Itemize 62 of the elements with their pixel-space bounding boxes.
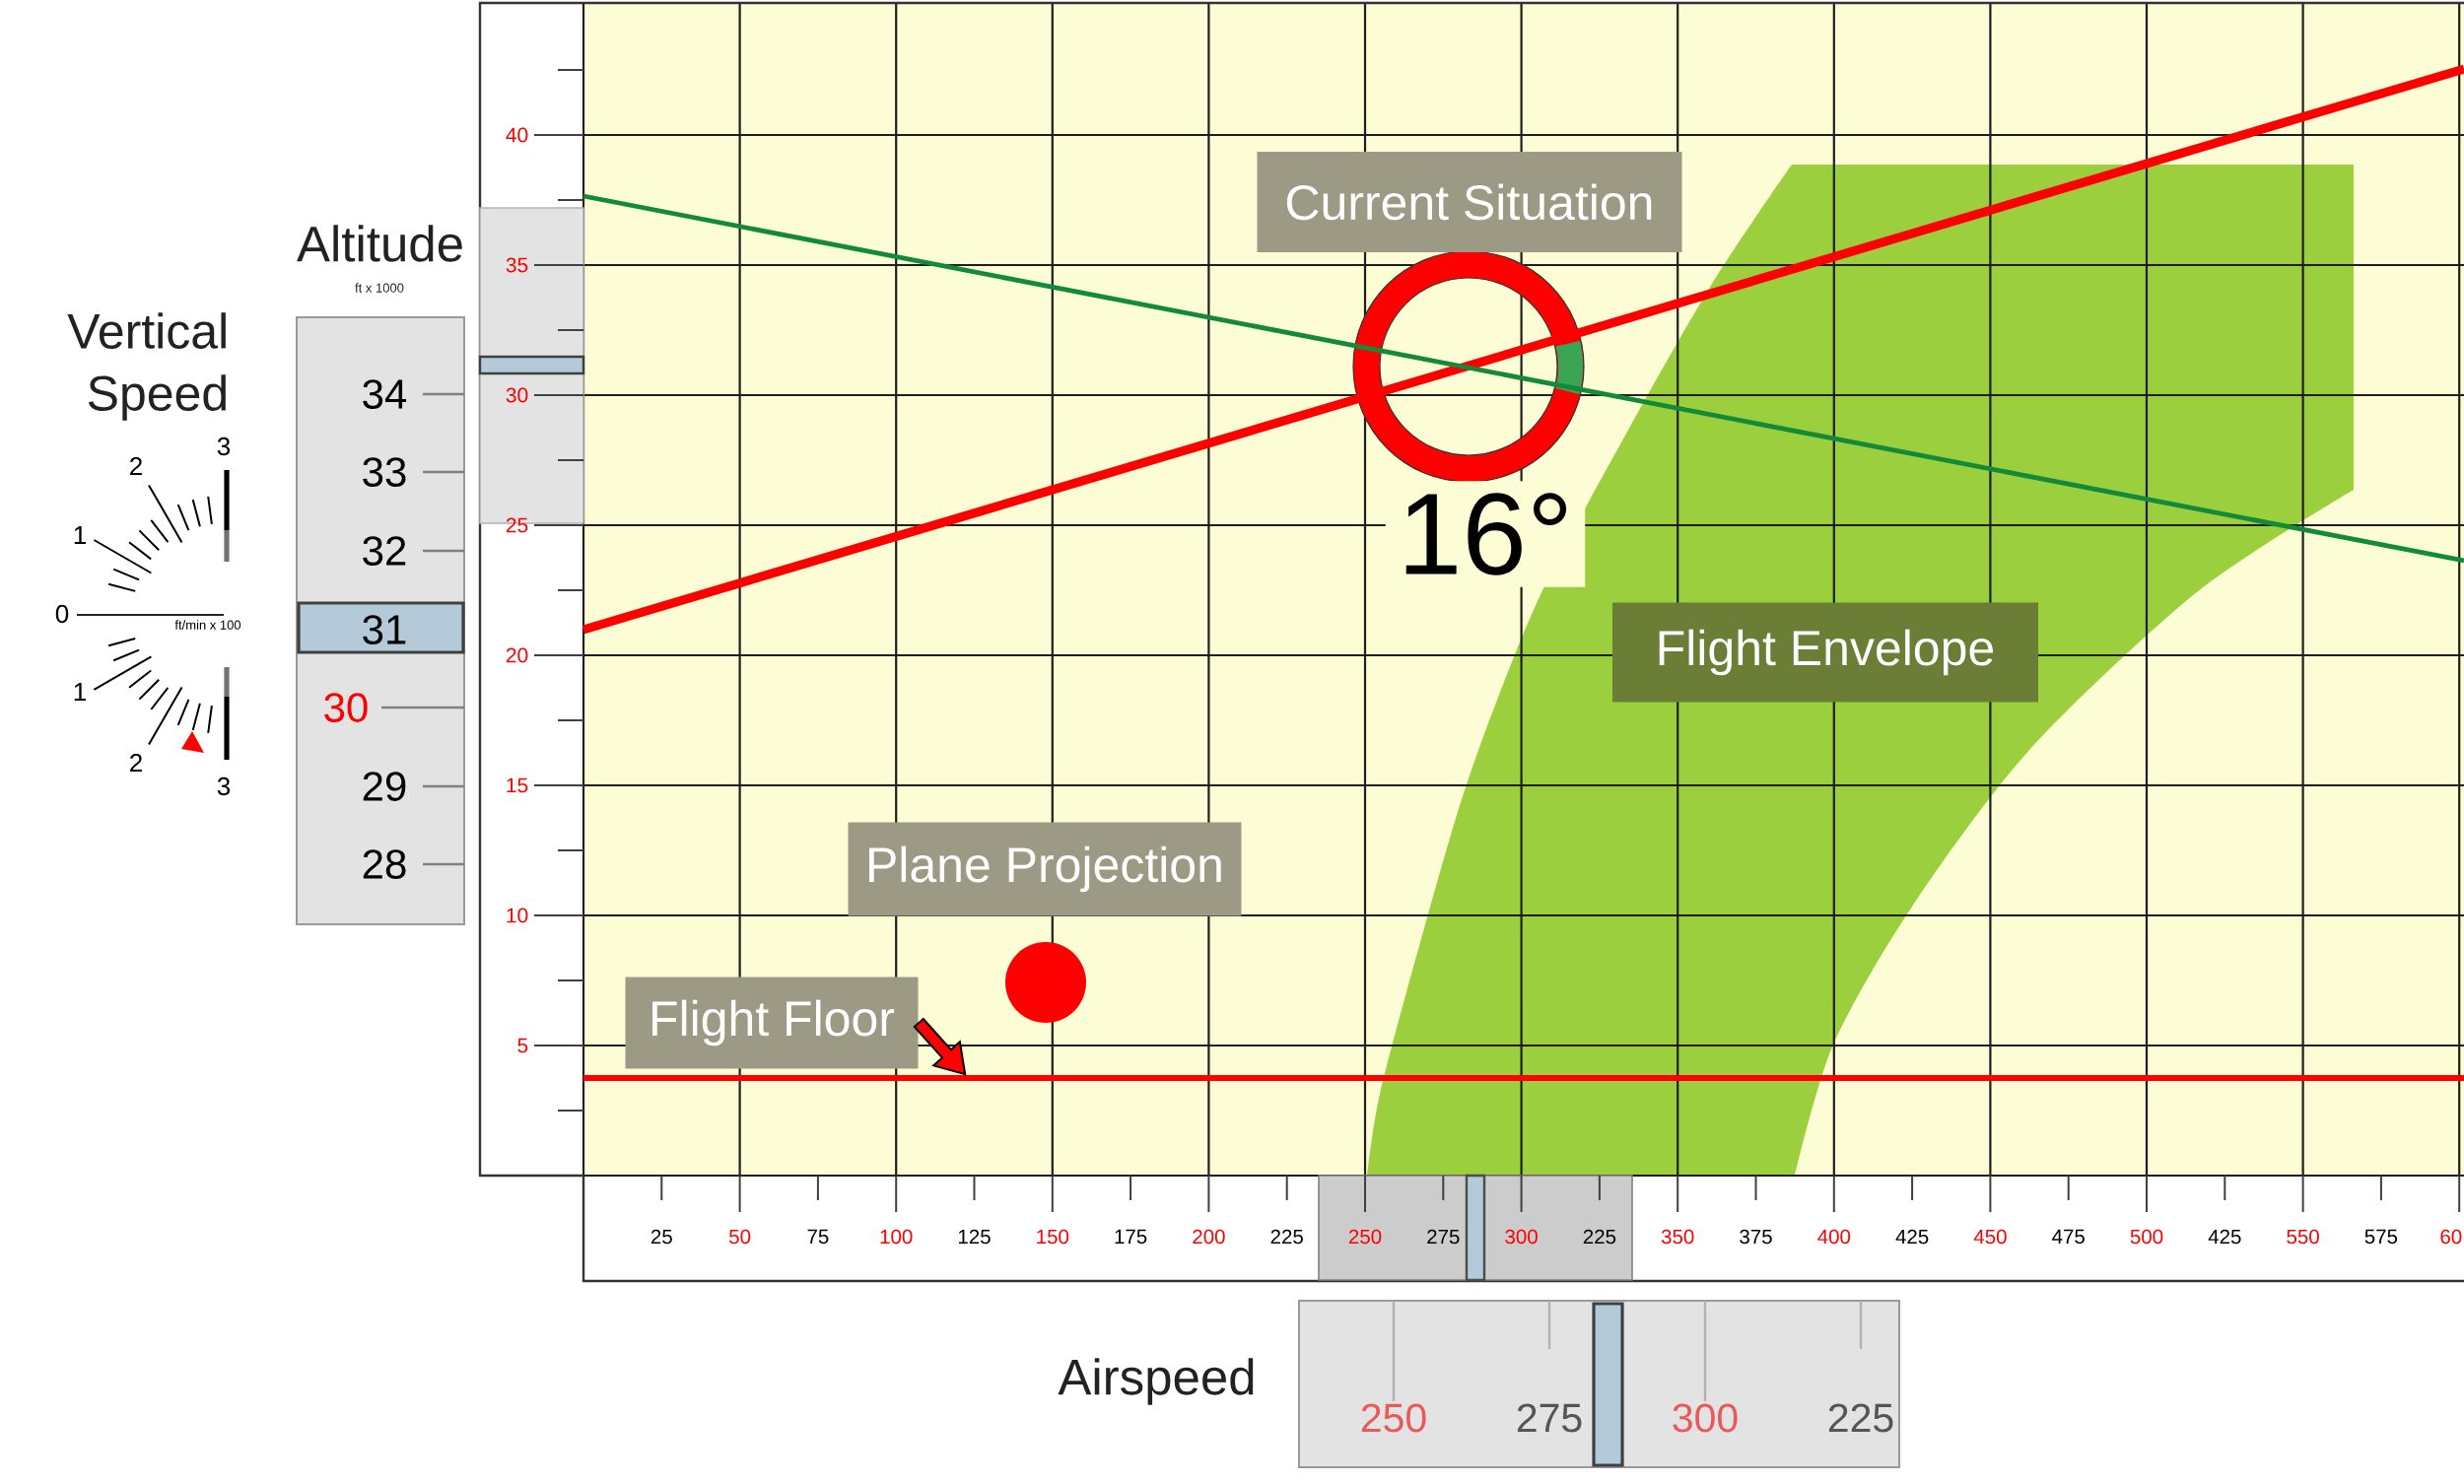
scale-number: 2 xyxy=(130,456,142,476)
scale-number: 28 xyxy=(363,849,406,879)
axis-label: 500 xyxy=(2130,1229,2163,1245)
axis-label: 425 xyxy=(2208,1229,2241,1245)
axis-label: 25 xyxy=(506,517,528,533)
scale-number: 300 xyxy=(1673,1403,1738,1433)
axis-label: 125 xyxy=(958,1229,991,1245)
airspeed-tape xyxy=(1298,1299,1900,1468)
unit-label: ft x 1000 xyxy=(355,283,404,293)
axis-label: 300 xyxy=(1505,1229,1538,1245)
axis-label: 475 xyxy=(2052,1229,2085,1245)
axis-label: 425 xyxy=(1895,1229,1929,1245)
tape-title: Airspeed xyxy=(1058,1358,1254,1405)
axis-label: 575 xyxy=(2364,1229,2398,1245)
axis-label: 225 xyxy=(1270,1229,1303,1245)
scale-number: 225 xyxy=(1828,1403,1893,1433)
axis-label: 35 xyxy=(506,257,528,273)
axis-label: 75 xyxy=(807,1229,829,1245)
scale-number: 29 xyxy=(363,772,406,801)
axis-label: 375 xyxy=(1740,1229,1772,1245)
axis-label: 40 xyxy=(506,127,528,143)
scale-number: 275 xyxy=(1517,1403,1582,1433)
axis-label: 100 xyxy=(880,1229,913,1245)
axis-label: 225 xyxy=(1583,1229,1616,1245)
axis-label: 450 xyxy=(1973,1229,2007,1245)
axis-label: 250 xyxy=(1348,1229,1382,1245)
axis-label: 50 xyxy=(729,1229,751,1245)
axis-label: 350 xyxy=(1661,1229,1694,1245)
axis-label: 175 xyxy=(1115,1229,1147,1245)
label-box: Flight Floor xyxy=(625,977,919,1069)
axis-label: 550 xyxy=(2287,1229,2319,1245)
unit-label: ft/min x 100 xyxy=(174,620,241,630)
scale-number: 2 xyxy=(130,753,142,773)
scale-number: 33 xyxy=(363,457,406,487)
axis-label: 275 xyxy=(1427,1229,1460,1245)
altitude-tape xyxy=(296,316,466,925)
scale-number: 30 xyxy=(324,693,368,722)
angle-readout: 16° xyxy=(1385,481,1586,587)
label-box: Flight Envelope xyxy=(1612,602,2038,703)
label-box: Plane Projection xyxy=(848,822,1242,916)
scale-number: 1 xyxy=(74,526,86,544)
axis-label: 15 xyxy=(507,777,528,793)
axis-label: 25 xyxy=(650,1229,672,1245)
scale-number: 32 xyxy=(363,536,406,566)
axis-label: 5 xyxy=(517,1038,528,1053)
gauge-title: Vertical Speed xyxy=(67,312,226,421)
label-box: Current Situation xyxy=(1257,152,1682,252)
scale-number: 31 xyxy=(363,615,406,644)
scale-number: 3 xyxy=(217,437,231,456)
scale-number: 34 xyxy=(363,379,407,409)
axis-label: 150 xyxy=(1037,1229,1069,1245)
scale-number: 1 xyxy=(74,683,86,701)
scale-number: 250 xyxy=(1361,1403,1426,1433)
axis-label: 10 xyxy=(507,908,528,923)
tape-title: Altitude xyxy=(297,225,462,262)
axis-label: 20 xyxy=(506,647,528,663)
axis-label: 60 xyxy=(2440,1229,2462,1245)
scale-number: 0 xyxy=(55,604,69,624)
axis-label: 30 xyxy=(506,387,528,403)
scale-number: 3 xyxy=(217,776,231,796)
axis-label: 200 xyxy=(1193,1229,1225,1245)
axis-label: 400 xyxy=(1817,1229,1851,1245)
